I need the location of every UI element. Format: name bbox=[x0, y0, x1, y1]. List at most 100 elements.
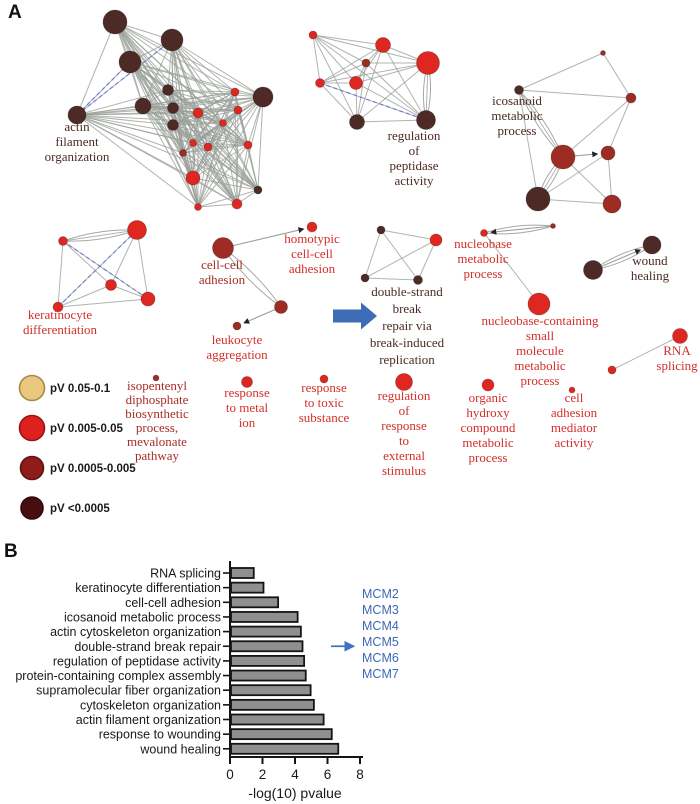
network-node bbox=[58, 236, 68, 246]
network-edge bbox=[182, 146, 209, 154]
network-node bbox=[375, 37, 391, 53]
cluster-label-line: hydroxy bbox=[466, 405, 510, 420]
network-arrow-edge bbox=[490, 225, 554, 235]
cluster-cell-cell-adhesion-group bbox=[212, 221, 318, 331]
cluster-label-line: compound bbox=[461, 420, 516, 435]
cluster-label-line: filament bbox=[55, 134, 99, 149]
x-tick-label: 0 bbox=[226, 767, 234, 782]
network-dashed-edge bbox=[76, 39, 173, 116]
category-label: wound healing bbox=[139, 742, 221, 756]
category-label: cell-cell adhesion bbox=[125, 596, 221, 610]
panel-b-letter: B bbox=[4, 541, 18, 562]
network-node bbox=[192, 107, 204, 119]
network-edge bbox=[319, 82, 358, 123]
legend-label: pV 0.005-0.05 bbox=[50, 423, 123, 435]
network-edge bbox=[172, 91, 236, 109]
network-edge bbox=[129, 61, 199, 208]
cluster-label-line: process bbox=[498, 123, 537, 138]
network-node bbox=[167, 119, 179, 131]
network-edge bbox=[136, 229, 149, 300]
network-edge bbox=[236, 96, 264, 205]
cluster-label-line: mediator bbox=[551, 420, 598, 435]
cluster-label-nucleobase-containing-small-molecule-metabolic-process: nucleobase-containingsmallmoleculemetabo… bbox=[482, 313, 599, 388]
network-edge bbox=[364, 239, 437, 279]
network-edge bbox=[222, 122, 249, 146]
cluster-label-line: metabolic bbox=[457, 251, 508, 266]
network-edge bbox=[365, 62, 427, 121]
network-node bbox=[52, 301, 64, 313]
cluster-wound-healing bbox=[583, 235, 662, 280]
network-node bbox=[514, 85, 524, 95]
network-node bbox=[416, 110, 436, 130]
cluster-label-line: double-strand bbox=[371, 284, 443, 299]
network-edge bbox=[312, 34, 427, 121]
network-edge bbox=[417, 239, 437, 281]
network-edge bbox=[76, 114, 259, 191]
category-label: actin cytoskeleton organization bbox=[50, 625, 221, 639]
block-arrow-icon bbox=[333, 302, 377, 330]
network-edge bbox=[114, 21, 264, 98]
network-node bbox=[231, 198, 243, 210]
mcm-label: MCM6 bbox=[362, 651, 399, 665]
cluster-label-line: cell bbox=[565, 390, 584, 405]
network-edge bbox=[172, 107, 209, 148]
cluster-label-line: of bbox=[409, 143, 421, 158]
cluster-label-line: adhesion bbox=[551, 405, 598, 420]
network-edge bbox=[197, 203, 238, 208]
cluster-label-line: substance bbox=[299, 410, 350, 425]
network-edge bbox=[142, 105, 184, 154]
network-node bbox=[306, 221, 318, 233]
network-edge bbox=[312, 34, 357, 84]
network-edge bbox=[167, 89, 264, 98]
network-arrow-edge bbox=[243, 306, 282, 324]
mcm-label: MCM4 bbox=[362, 619, 399, 633]
cluster-keratinocyte-differentiation bbox=[52, 220, 156, 313]
network-node bbox=[583, 260, 603, 280]
legend-swatch bbox=[18, 374, 46, 402]
network-node bbox=[230, 87, 240, 97]
cluster-label-line: response bbox=[224, 385, 270, 400]
category-label: actin filament organization bbox=[76, 713, 221, 727]
cluster-label-line: homotypic bbox=[284, 231, 340, 246]
network-node bbox=[480, 229, 488, 237]
network-edge bbox=[197, 91, 236, 114]
bar-icosanoid-metabolic-process bbox=[230, 611, 299, 623]
cluster-label-line: stimulus bbox=[382, 463, 426, 478]
cluster-label-line: mevalonate bbox=[127, 434, 187, 449]
network-edge bbox=[602, 52, 632, 99]
network-edge bbox=[380, 229, 437, 241]
network-edge bbox=[171, 39, 236, 93]
network-node bbox=[118, 50, 142, 74]
network-edge bbox=[312, 34, 367, 64]
network-dashed-edge bbox=[62, 240, 149, 300]
network-edge bbox=[197, 96, 264, 208]
legend-swatch bbox=[19, 455, 45, 481]
cluster-label-line: organic bbox=[469, 390, 508, 405]
network-edge bbox=[207, 146, 259, 191]
cluster-label-line: molecule bbox=[516, 343, 564, 358]
cluster-double-strand-break-repair bbox=[360, 225, 443, 285]
network-edge bbox=[192, 177, 238, 205]
cluster-label-line: replication bbox=[379, 352, 435, 367]
bar-protein-containing-complex-assembly bbox=[230, 669, 307, 682]
network-node bbox=[413, 275, 423, 285]
network-edge bbox=[236, 109, 239, 205]
network-edge bbox=[356, 119, 427, 123]
network-node bbox=[241, 376, 253, 388]
category-label: supramolecular fiber organization bbox=[36, 684, 221, 698]
cluster-label-line: to bbox=[399, 433, 409, 448]
network-edge bbox=[364, 277, 419, 281]
category-label: RNA splicing bbox=[150, 567, 221, 581]
network-node bbox=[194, 203, 202, 211]
cluster-label-line: to metal bbox=[226, 400, 269, 415]
network-node bbox=[167, 102, 179, 114]
network-node bbox=[625, 92, 637, 104]
